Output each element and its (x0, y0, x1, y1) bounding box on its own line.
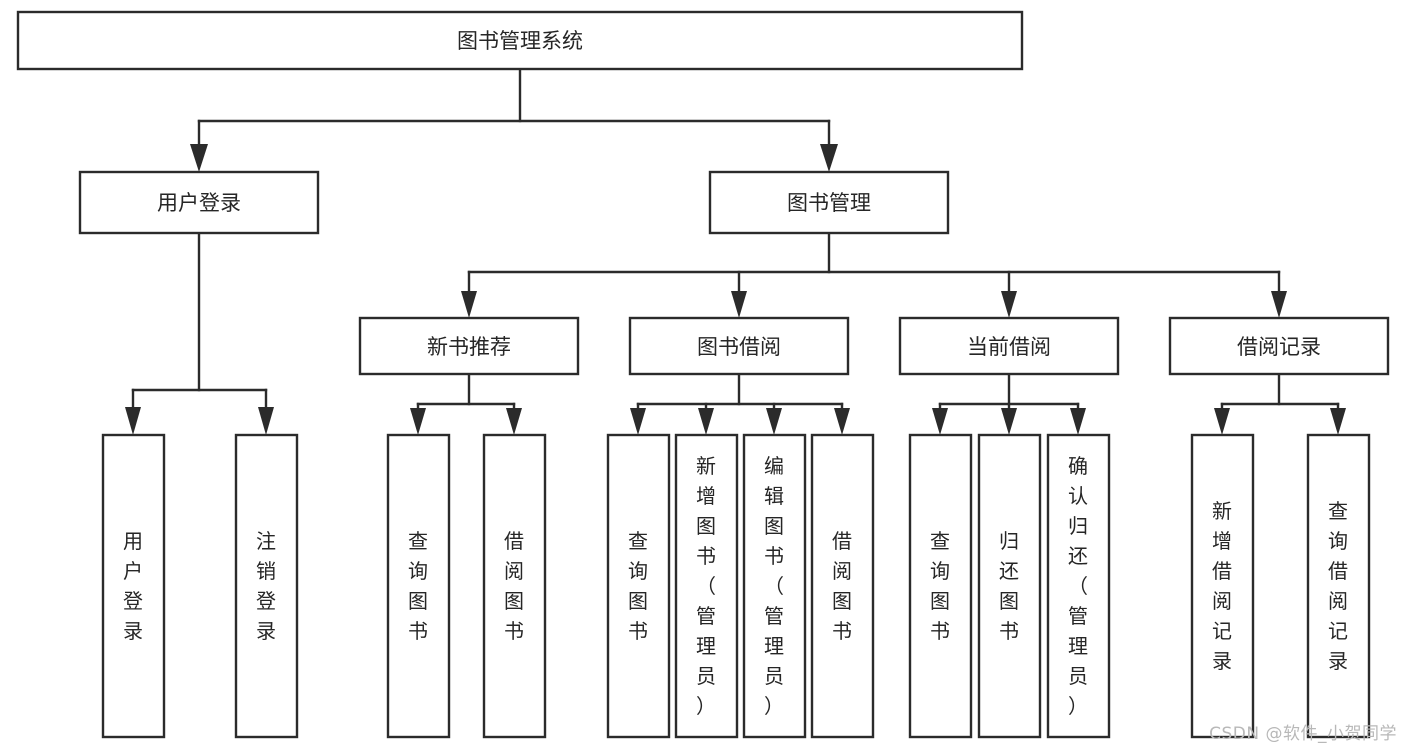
node-leaf-borrow-book-1-label: 借阅图书 (504, 529, 524, 643)
node-leaf-query-book-2[interactable]: 查询图书 (606, 433, 671, 739)
node-new-book-recommend[interactable]: 新书推荐 (358, 316, 580, 376)
node-leaf-query-book-3-label: 查询图书 (930, 529, 950, 643)
node-leaf-confirm-return-label: 确认归还（管理员） (1068, 454, 1088, 718)
arrow-head-leaf-confirm-return (1070, 408, 1086, 435)
node-leaf-add-record-box[interactable] (1190, 433, 1255, 739)
node-leaf-query-record-box[interactable] (1306, 433, 1371, 739)
node-borrow-record-box[interactable] (1168, 316, 1390, 376)
node-leaf-confirm-return[interactable]: 确认归还（管理员） (1046, 433, 1111, 739)
connector-group-book-manage (461, 231, 1287, 318)
arrow-head-book-borrow (731, 291, 747, 318)
node-leaf-query-book-2-box[interactable] (606, 433, 671, 739)
arrow-head-user-login (190, 144, 208, 172)
node-leaf-borrow-book-1-box[interactable] (482, 433, 547, 739)
arrow-head-leaf-user-login (125, 407, 141, 435)
node-current-borrow[interactable]: 当前借阅 (898, 316, 1120, 376)
node-leaf-add-book[interactable]: 新增图书（管理员） (674, 433, 739, 739)
arrow-head-current-borrow (1001, 291, 1017, 318)
node-root-box[interactable] (16, 10, 1024, 71)
node-leaf-query-record-label: 查询借阅记录 (1328, 499, 1348, 673)
node-leaf-user-login-box[interactable] (101, 433, 166, 739)
node-leaf-add-book-label: 新增图书（管理员） (696, 454, 716, 718)
node-book-manage-label: 图书管理 (787, 191, 871, 215)
node-leaf-borrow-book-2-box[interactable] (810, 433, 875, 739)
node-leaf-query-book-3-box[interactable] (908, 433, 973, 739)
arrow-head-leaf-query-record (1330, 408, 1346, 435)
node-root[interactable]: 图书管理系统 (16, 10, 1024, 71)
node-user-login-box[interactable] (78, 170, 320, 235)
arrow-head-leaf-logout-login (258, 407, 274, 435)
arrow-head-new-book-recommend (461, 291, 477, 318)
node-leaf-query-book-1-box[interactable] (386, 433, 451, 739)
arrow-head-leaf-borrow-book-2 (834, 408, 850, 435)
node-leaf-logout-login-label: 注销登录 (256, 529, 276, 643)
arrow-head-borrow-record (1271, 291, 1287, 318)
node-leaf-borrow-book-1[interactable]: 借阅图书 (482, 433, 547, 739)
arrow-head-book-manage (820, 144, 838, 172)
node-leaf-borrow-book-2-label: 借阅图书 (832, 529, 852, 643)
node-leaf-add-book-box[interactable] (674, 433, 739, 739)
node-leaf-borrow-book-2[interactable]: 借阅图书 (810, 433, 875, 739)
node-current-borrow-box[interactable] (898, 316, 1120, 376)
node-leaf-user-login-label: 用户登录 (123, 529, 143, 643)
node-book-manage-box[interactable] (708, 170, 950, 235)
node-book-borrow[interactable]: 图书借阅 (628, 316, 850, 376)
node-borrow-record[interactable]: 借阅记录 (1168, 316, 1390, 376)
arrow-head-leaf-query-book-3 (932, 408, 948, 435)
connector-group-root (190, 67, 838, 172)
node-leaf-query-book-1-label: 查询图书 (408, 529, 428, 643)
arrow-head-leaf-add-book (698, 408, 714, 435)
node-book-borrow-label: 图书借阅 (697, 335, 781, 359)
arrow-head-leaf-borrow-book-1 (506, 408, 522, 435)
connector-group-current-borrow (932, 372, 1086, 435)
node-leaf-edit-book-label: 编辑图书（管理员） (764, 454, 784, 718)
arrow-head-leaf-return-book (1001, 408, 1017, 435)
node-new-book-recommend-label: 新书推荐 (427, 335, 511, 359)
node-book-manage[interactable]: 图书管理 (708, 170, 950, 235)
node-leaf-query-book-3[interactable]: 查询图书 (908, 433, 973, 739)
arrow-head-leaf-query-book-2 (630, 408, 646, 435)
node-leaf-user-login[interactable]: 用户登录 (101, 433, 166, 739)
node-leaf-add-record-label: 新增借阅记录 (1212, 499, 1232, 673)
node-current-borrow-label: 当前借阅 (967, 335, 1051, 359)
node-book-borrow-box[interactable] (628, 316, 850, 376)
node-root-label: 图书管理系统 (457, 29, 583, 53)
connector-group-borrow-record (1214, 372, 1346, 435)
node-leaf-logout-login-box[interactable] (234, 433, 299, 739)
node-leaf-add-record[interactable]: 新增借阅记录 (1190, 433, 1255, 739)
node-leaf-edit-book-box[interactable] (742, 433, 807, 739)
node-leaf-query-book-1[interactable]: 查询图书 (386, 433, 451, 739)
arrow-head-leaf-edit-book (766, 408, 782, 435)
node-leaf-return-book-label: 归还图书 (999, 529, 1019, 643)
arrow-head-leaf-add-record (1214, 408, 1230, 435)
node-leaf-edit-book[interactable]: 编辑图书（管理员） (742, 433, 807, 739)
connector-group-new-book-recommend (410, 372, 522, 435)
connector-group-user-login (125, 231, 274, 435)
node-leaf-logout-login[interactable]: 注销登录 (234, 433, 299, 739)
node-borrow-record-label: 借阅记录 (1237, 335, 1321, 359)
node-leaf-return-book-box[interactable] (977, 433, 1042, 739)
node-new-book-recommend-box[interactable] (358, 316, 580, 376)
node-user-login-label: 用户登录 (157, 191, 241, 215)
node-user-login[interactable]: 用户登录 (78, 170, 320, 235)
node-leaf-confirm-return-box[interactable] (1046, 433, 1111, 739)
node-leaf-query-record[interactable]: 查询借阅记录 (1306, 433, 1371, 739)
node-leaf-query-book-2-label: 查询图书 (628, 529, 648, 643)
arrow-head-leaf-query-book-1 (410, 408, 426, 435)
node-leaf-return-book[interactable]: 归还图书 (977, 433, 1042, 739)
connector-group-book-borrow (630, 372, 850, 435)
